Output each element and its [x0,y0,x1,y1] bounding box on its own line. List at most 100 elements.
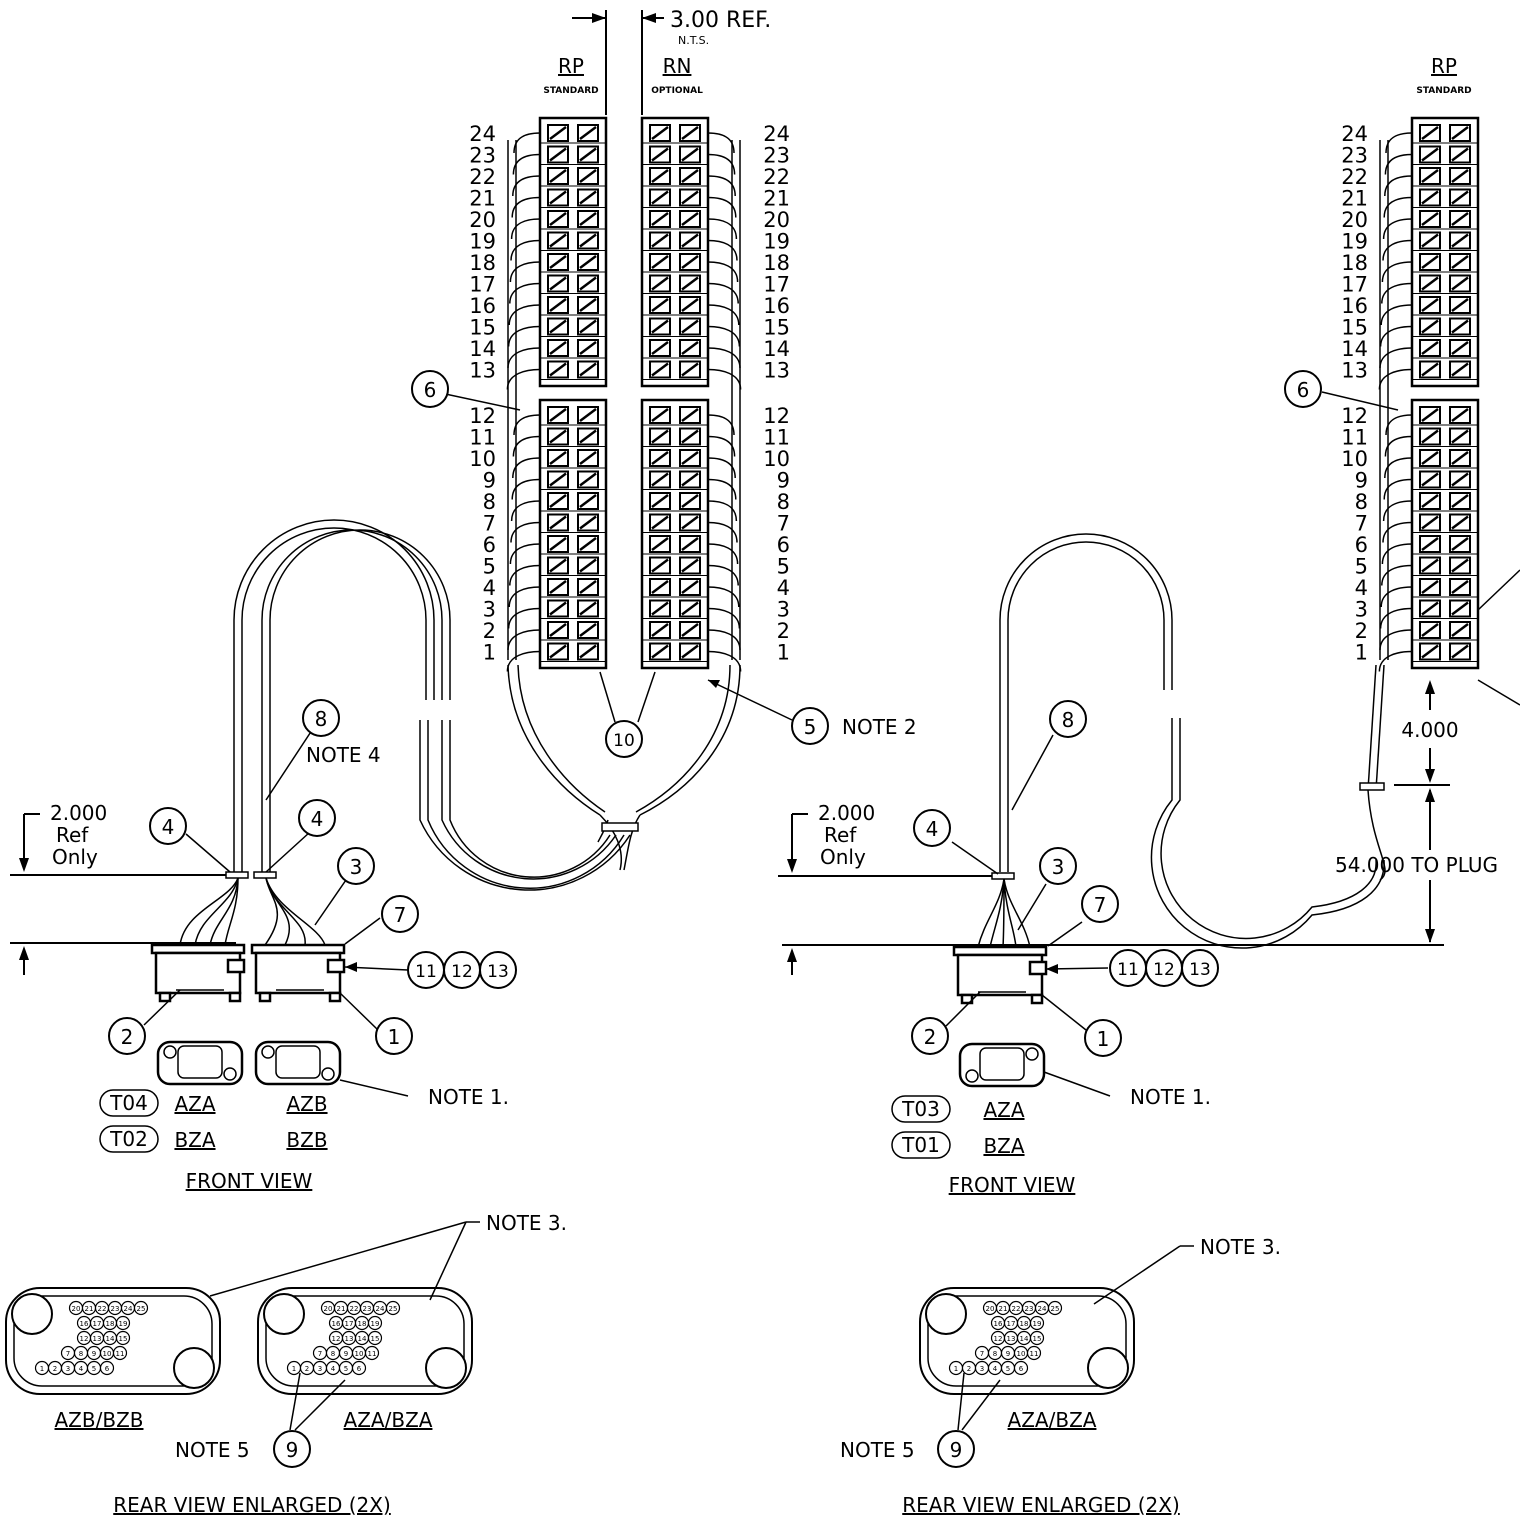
wire-segment [1382,218,1413,240]
terminal-row [540,167,606,187]
tag-t01: T01 [901,1133,940,1157]
pin-number: 6 [357,1365,362,1373]
balloon-3: 3 [350,855,363,879]
rear-label-aza-bza-left: AZA/BZA [344,1408,433,1432]
cable-loops-left [233,519,631,891]
terminal-row [642,599,708,619]
wire-segment [707,414,735,436]
terminal-number: 3 [1355,598,1368,622]
terminal-row [540,274,606,294]
pin-number: 10 [103,1350,112,1358]
wire-segment [707,347,741,369]
terminal-number: 5 [483,555,496,579]
terminal-row [1412,210,1478,230]
terminal-row [540,642,606,662]
rp-sub-right: STANDARD [1416,86,1471,96]
rn-label: RN [663,54,692,78]
pin-number: 11 [116,1350,125,1358]
balloon-12-right: 12 [1153,960,1175,980]
pin-number: 18 [1020,1320,1029,1328]
note5-label-left: NOTE 5 [175,1438,250,1462]
terminal-number: 21 [1341,187,1368,211]
tag-t04: T04 [109,1091,148,1115]
wire-segment [707,607,741,629]
wire-segment [507,607,541,629]
mounting-hole [1087,1347,1129,1389]
wire-segment [707,132,735,154]
wire-segment [1383,478,1413,500]
terminal-row [1412,167,1478,187]
wire-segment [507,325,541,347]
dim-2000-right: 2.000 Ref Only [778,801,1444,975]
terminal-row [1412,470,1478,490]
terminal-row [1412,492,1478,512]
balloon-4b: 4 [311,807,324,831]
pin-circle [112,1345,128,1361]
terminal-row [642,470,708,490]
rear-label-aza-bza-right: AZA/BZA [1008,1408,1097,1432]
terminal-row [642,360,708,380]
dim-2000-text-right: 2.000 [818,801,875,825]
terminal-number: 15 [469,316,496,340]
terminal-row [540,513,606,533]
balloon-11: 11 [415,962,437,982]
pin-number: 5 [1006,1365,1010,1373]
rear-title-right: REAR VIEW ENLARGED (2X) [902,1493,1180,1517]
terminal-number: 14 [763,337,790,361]
terminal-row [642,621,708,641]
terminal-row [642,231,708,251]
dim-ref-text-right: Ref [824,823,857,847]
pin-number: 24 [1038,1305,1047,1313]
pin-number: 3 [980,1365,984,1373]
terminal-row [1412,145,1478,165]
label-azb-left: AZB [286,1092,327,1116]
connector-front-left-1 [156,1040,244,1086]
terminal-row [1412,578,1478,598]
note4-label: NOTE 4 [306,743,381,767]
balloon-13: 13 [487,962,509,982]
terminal-number: 24 [469,122,496,146]
ref-dim-text: 3.00 REF. [670,8,771,33]
terminal-number: 3 [777,598,790,622]
pin-number: 23 [111,1305,120,1313]
note1-label-left: NOTE 1. [428,1085,509,1109]
terminal-number: 13 [469,359,496,383]
terminal-number: 22 [763,165,790,189]
dim-2000-text: 2.000 [50,801,107,825]
wire-segment [707,282,739,304]
terminal-number: 24 [1341,122,1368,146]
terminal-number: 2 [777,619,790,643]
terminal-number: 22 [469,165,496,189]
pin-number: 22 [98,1305,107,1313]
connector-side-left-1 [150,943,246,1003]
connector-side-right [952,945,1048,1005]
connector-side-left-2 [250,943,346,1003]
wire-segment [510,218,541,240]
pin-number: 16 [332,1320,341,1328]
terminal-row [540,210,606,230]
wire-segment [707,304,740,326]
terminal-number: 23 [1341,144,1368,168]
terminal-row [540,427,606,447]
terminal-number: 23 [469,144,496,168]
wire-segment [509,564,541,586]
wire-segment [707,586,740,608]
wire-segment [1382,521,1413,543]
terminal-number: 4 [777,576,790,600]
terminal-row [642,535,708,555]
wire-segment [512,435,541,457]
terminal-row [540,231,606,251]
terminal-number: 20 [763,208,790,232]
wire-segment [507,629,541,651]
terminal-number: 21 [763,187,790,211]
pin-circle [133,1300,149,1316]
wire-segment [707,543,739,565]
terminal-row [1412,274,1478,294]
wire-segment [1381,261,1413,283]
pin-number: 3 [318,1365,322,1373]
pin-number: 12 [332,1335,341,1343]
